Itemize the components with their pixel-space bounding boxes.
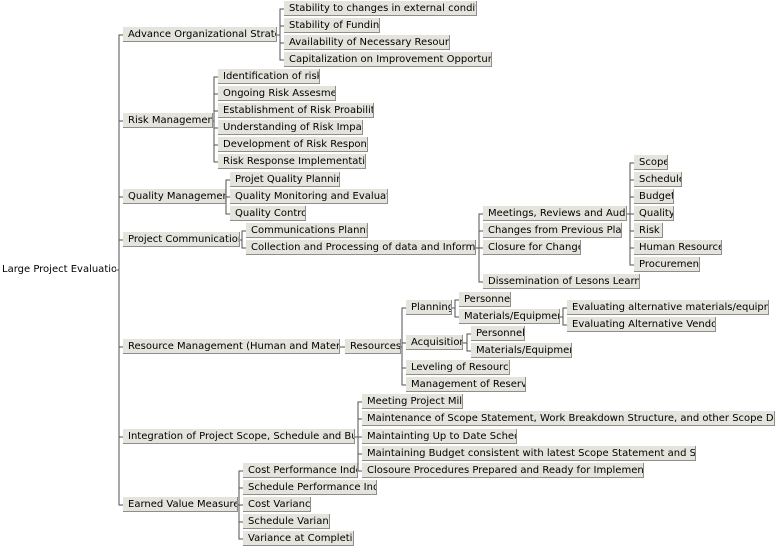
comms-item-planning[interactable]: Communications Planning — [246, 223, 368, 238]
integration-item-scope-documents[interactable]: Maintenance of Scope Statement, Work Bre… — [362, 411, 775, 426]
meeting-item-quality[interactable]: Quality — [634, 206, 674, 221]
branch-risk-management[interactable]: Risk Management — [123, 113, 213, 128]
collection-item-meetings[interactable]: Meetings, Reviews and Audits — [483, 206, 627, 221]
branch-integration[interactable]: Integration of Project Scope, Schedule a… — [123, 429, 355, 444]
root-node[interactable]: Large Project Evaluation — [0, 262, 116, 277]
branch-quality-management[interactable]: Quality Management — [123, 189, 226, 204]
branch-resource-management[interactable]: Resource Management (Human and Material) — [123, 339, 340, 354]
quality-item-planning[interactable]: Projet Quality Planning — [230, 172, 340, 187]
ev-item-schedule-variance[interactable]: Schedule Variance — [243, 514, 330, 529]
advance-item-resource-availability[interactable]: Availability of Necessary Resources — [284, 35, 450, 50]
risk-item-implementation[interactable]: Risk Response Implementation — [218, 154, 366, 169]
acquisition-item-personnel[interactable]: Personnel — [471, 326, 525, 341]
materials-item-alternatives[interactable]: Evaluating alternative materials/equipme… — [567, 300, 769, 315]
ev-item-cost-variance[interactable]: Cost Variance — [243, 497, 311, 512]
advance-item-funding-stability[interactable]: Stability of Funding — [284, 18, 380, 33]
risk-item-ongoing-assessment[interactable]: Ongoing Risk Assesment — [218, 86, 336, 101]
acquisition-item-materials[interactable]: Materials/Equipment — [471, 343, 572, 358]
ev-item-vac[interactable]: Variance at Completion — [243, 531, 354, 546]
planning-item-personnel[interactable]: Personnel — [459, 292, 511, 307]
branch-advance-strategy[interactable]: Advance Organizational Strategy — [123, 27, 277, 42]
collection-item-changes[interactable]: Changes from Previous Plans — [483, 223, 622, 238]
materials-item-vendors[interactable]: Evaluating Alternative Vendors — [567, 317, 716, 332]
leveling-node[interactable]: Leveling of Resources — [406, 360, 510, 375]
integration-item-budget[interactable]: Maintaining Budget consistent with lates… — [362, 446, 696, 461]
reserves-node[interactable]: Management of Reserves — [406, 377, 526, 392]
ev-item-spi[interactable]: Schedule Performance Index — [243, 480, 377, 495]
ev-item-cpi[interactable]: Cost Performance Index — [243, 463, 358, 478]
collection-item-closure[interactable]: Closure for Changes — [483, 240, 581, 255]
branch-earned-value[interactable]: Earned Value Measures — [123, 497, 238, 512]
advance-item-improvement-opportunities[interactable]: Capitalization on Improvement Opportunit… — [284, 52, 492, 67]
integration-item-schedule[interactable]: Maintainting Up to Date Schedule — [362, 429, 517, 444]
risk-item-identification[interactable]: Identification of risks — [218, 69, 320, 84]
meeting-item-scope[interactable]: Scope — [634, 155, 668, 170]
meeting-item-risk[interactable]: Risk — [634, 223, 663, 238]
quality-item-control[interactable]: Quality Control — [230, 206, 306, 221]
quality-item-monitoring[interactable]: Quality Monitoring and Evaluation — [230, 189, 388, 204]
comms-item-collection[interactable]: Collection and Processing of data and In… — [246, 240, 476, 255]
risk-item-responses[interactable]: Development of Risk Responses — [218, 137, 368, 152]
integration-item-closure[interactable]: Closoure Procedures Prepared and Ready f… — [362, 463, 644, 478]
advance-item-external-stability[interactable]: Stability to changes in external conditi… — [284, 1, 477, 16]
planning-node[interactable]: Planning — [406, 300, 452, 315]
branch-project-communications[interactable]: Project Communications — [123, 232, 240, 247]
meeting-item-budget[interactable]: Budget — [634, 189, 674, 204]
meeting-item-human-resources[interactable]: Human Resources — [634, 240, 722, 255]
risk-item-probabilities[interactable]: Establishment of Risk Proabilities — [218, 103, 374, 118]
planning-item-materials[interactable]: Materials/Equipment — [459, 309, 560, 324]
acquisition-node[interactable]: Acquisition — [406, 335, 463, 350]
risk-item-impacts[interactable]: Understanding of Risk Impacts — [218, 120, 363, 135]
meeting-item-procurement[interactable]: Procurement — [634, 257, 700, 272]
resources-node[interactable]: Resources — [345, 339, 401, 354]
integration-item-milestones[interactable]: Meeting Project Milestones — [362, 394, 463, 409]
collection-item-lessons[interactable]: Dissemination of Lesons Learned — [483, 274, 640, 289]
meeting-item-schedule[interactable]: Schedule — [634, 172, 682, 187]
